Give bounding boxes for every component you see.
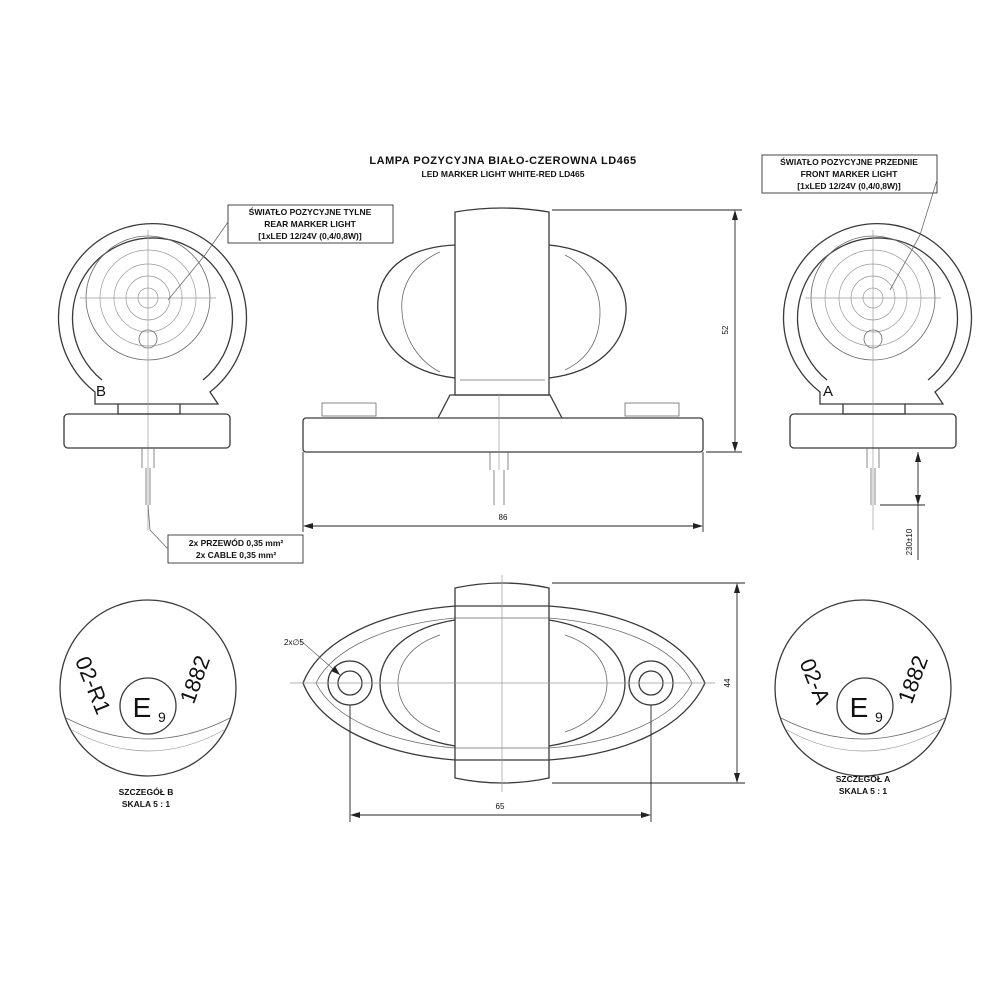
- dimension-cable-length: [880, 452, 925, 560]
- rear-callout-line-2: REAR MARKER LIGHT: [264, 219, 356, 229]
- view-label-b: B: [96, 383, 106, 400]
- front-callout-line-1: ŚWIATŁO POZYCYJNE PRZEDNIE: [780, 156, 918, 167]
- rear-side-view: [57, 222, 248, 530]
- cable-length-value: 230±10: [905, 528, 914, 555]
- dimension-height: [552, 209, 742, 453]
- center-front-view: [302, 207, 704, 505]
- dimension-depth: [552, 582, 745, 784]
- depth-value: 44: [723, 678, 732, 687]
- detail-b-view: [59, 599, 237, 777]
- title-line-1: LAMPA POZYCYJNA BIAŁO-CZEROWNA LD465: [369, 155, 636, 167]
- front-marker-callout: [761, 154, 938, 291]
- view-label-a: A: [823, 383, 833, 400]
- title-line-2: LED MARKER LIGHT WHITE-RED LD465: [422, 169, 585, 179]
- detail-b-caption-2: SKALA 5 : 1: [122, 799, 171, 809]
- cable-callout-line-1: 2x PRZEWÓD 0,35 mm²: [189, 537, 284, 548]
- detail-b-e-number: 9: [158, 709, 166, 725]
- detail-a-view: [774, 599, 952, 777]
- cable-callout-line-2: 2x CABLE 0,35 mm²: [196, 550, 276, 560]
- detail-a-caption-2: SKALA 5 : 1: [839, 786, 888, 796]
- rear-callout-line-1: ŚWIATŁO POZYCYJNE TYLNE: [249, 206, 372, 217]
- front-callout-line-2: FRONT MARKER LIGHT: [801, 169, 899, 179]
- detail-b-approval: 1882: [175, 652, 215, 707]
- width-value: 86: [499, 513, 508, 522]
- detail-a-code: 02-A: [795, 655, 836, 708]
- front-side-view: [782, 222, 973, 530]
- rear-marker-callout: [167, 204, 394, 301]
- detail-b-caption-1: SZCZEGÓŁ B: [119, 786, 174, 797]
- top-view: [290, 575, 715, 792]
- detail-a-caption-1: SZCZEGÓŁ A: [836, 773, 890, 784]
- front-callout-line-3: [1xLED 12/24V (0,4/0,8W)]: [797, 181, 901, 191]
- dimension-width: [302, 452, 704, 532]
- rear-callout-line-3: [1xLED 12/24V (0,4/0,8W)]: [258, 231, 362, 241]
- dimension-hole-spacing: [349, 705, 652, 822]
- detail-b-e-mark: E: [133, 692, 152, 723]
- detail-a-approval: 1882: [893, 652, 933, 707]
- hole-spacing-value: 65: [496, 802, 505, 811]
- detail-b-code: 02-R1: [70, 653, 116, 718]
- cable-callout: [147, 504, 304, 564]
- detail-a-e-number: 9: [875, 709, 883, 725]
- detail-a-e-mark: E: [850, 692, 869, 723]
- hole-diameter-value: 2x∅5: [284, 638, 304, 647]
- height-value: 52: [721, 325, 730, 334]
